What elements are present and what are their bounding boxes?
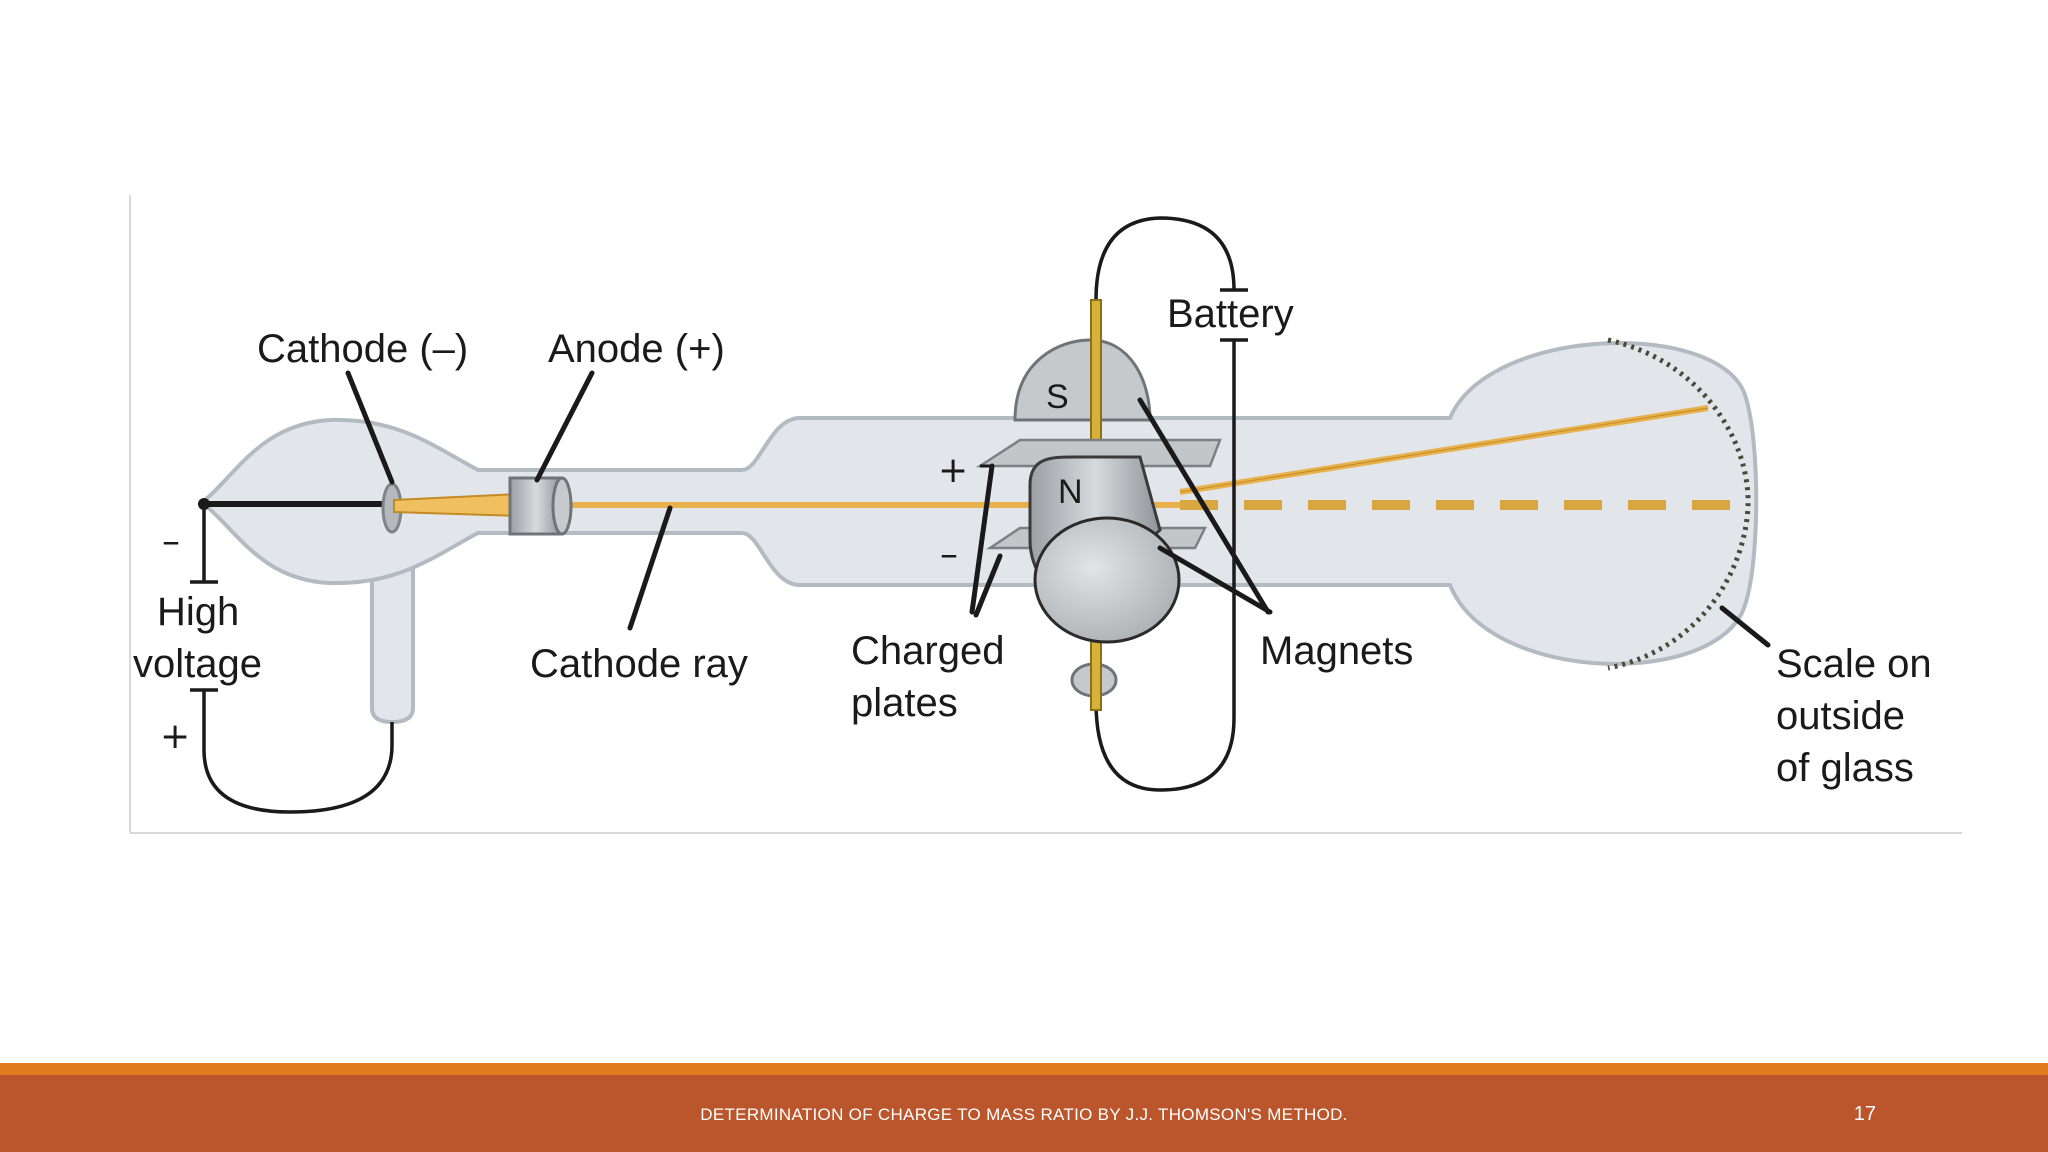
high-voltage-circuit bbox=[190, 504, 394, 814]
scale-label-line1: Scale on bbox=[1776, 642, 1932, 686]
footer-title: DETERMINATION OF CHARGE TO MASS RATIO BY… bbox=[700, 1105, 1348, 1124]
footer-accent-stripe bbox=[0, 1063, 2048, 1075]
cathode-label: Cathode (–) bbox=[257, 327, 468, 371]
plates-leader-2 bbox=[973, 553, 1003, 618]
battery-circuit bbox=[1094, 216, 1248, 792]
magnets-leader-1 bbox=[1137, 397, 1271, 615]
leader-lines bbox=[345, 370, 1771, 648]
hv-minus-sign: – bbox=[162, 521, 180, 562]
magnets-label: Magnets bbox=[1260, 629, 1413, 673]
deflected-beam-edge bbox=[1179, 407, 1709, 493]
scale-label-line2: outside bbox=[1776, 694, 1905, 738]
page-number: 17 bbox=[1853, 1103, 1876, 1125]
anode bbox=[508, 476, 573, 536]
anode-leader bbox=[534, 370, 595, 483]
footer-bar bbox=[0, 1075, 2048, 1152]
plate-plus-sign: + bbox=[938, 450, 968, 491]
north-pole-label: N bbox=[1058, 473, 1083, 511]
hv-plus-sign: + bbox=[160, 716, 190, 757]
high-voltage-label-line2: voltage bbox=[133, 642, 262, 686]
cathode-ray-label: Cathode ray bbox=[530, 642, 748, 686]
scale bbox=[1607, 337, 1751, 671]
side-arm bbox=[370, 558, 415, 725]
scale-leader bbox=[1719, 605, 1771, 648]
charged-plates-label-line1: Charged bbox=[851, 629, 1004, 673]
plate-minus-sign: – bbox=[940, 534, 958, 575]
anode-label: Anode (+) bbox=[548, 327, 725, 371]
plates-leader-1 bbox=[969, 463, 995, 615]
cathode-ray-leader bbox=[627, 505, 673, 631]
scale-label-line3: of glass bbox=[1776, 746, 1914, 790]
charged-plates-label-line2: plates bbox=[851, 681, 958, 725]
magnet-north bbox=[1028, 455, 1181, 644]
cathode-leader bbox=[345, 370, 395, 485]
magnets-leader-2 bbox=[1157, 545, 1273, 615]
battery-label: Battery bbox=[1167, 292, 1294, 336]
high-voltage-label-line1: High bbox=[157, 590, 239, 634]
south-pole-label: S bbox=[1046, 378, 1069, 416]
